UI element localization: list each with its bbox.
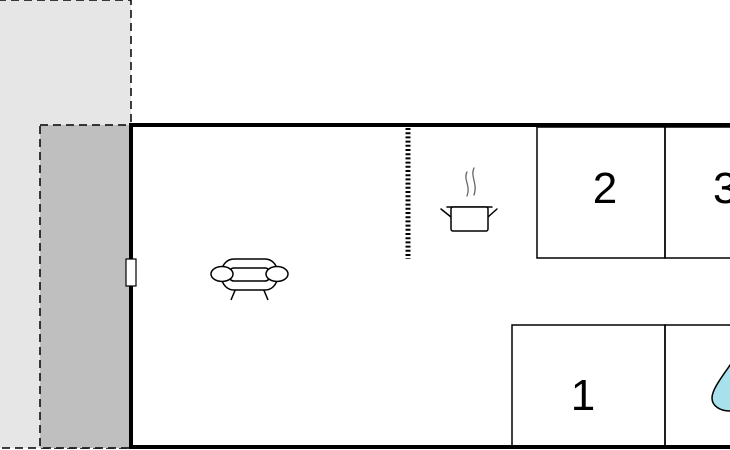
house-outline — [129, 123, 730, 449]
bedroom-3-number: 3 — [713, 164, 730, 213]
cooking-pot-icon — [440, 167, 498, 232]
bedroom-1-number: 1 — [571, 371, 595, 420]
bedroom-2-number: 2 — [593, 164, 617, 213]
sofa-icon — [210, 258, 289, 301]
bedroom-3 — [664, 126, 730, 259]
water-drop-icon — [711, 363, 730, 412]
terrace-area — [39, 124, 132, 449]
door-icon — [125, 258, 137, 287]
bathroom — [664, 324, 730, 448]
